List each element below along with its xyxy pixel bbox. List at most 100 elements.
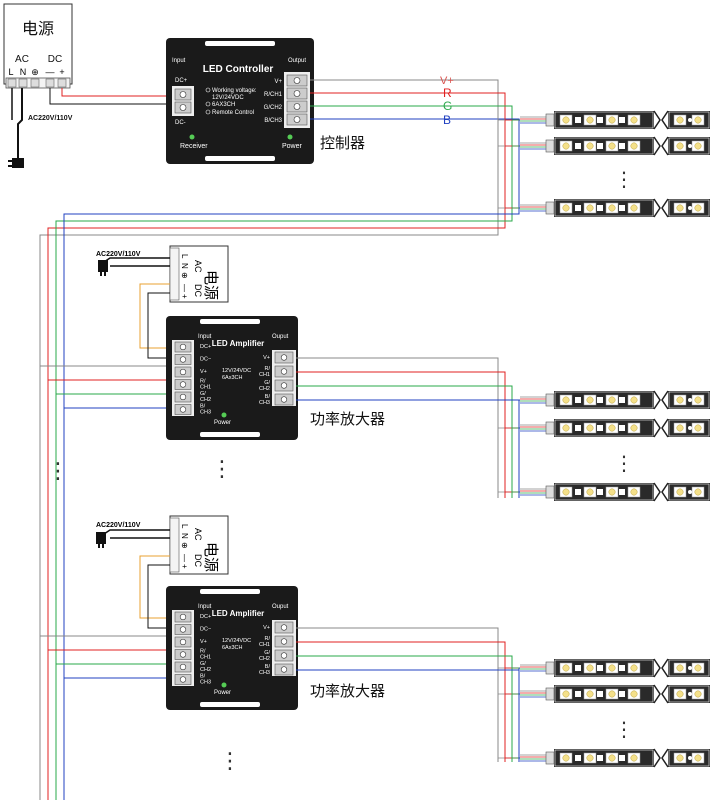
psu-low-term-earth: ⊕	[180, 542, 189, 549]
amp2-in-label: CH3	[200, 680, 211, 686]
amp2-in-screw	[179, 676, 187, 683]
resistor	[619, 397, 625, 403]
psu-top-term-n: N	[20, 67, 27, 77]
amp2-output-label: Ouput	[272, 604, 289, 610]
amp1-power: Power	[214, 420, 231, 426]
amp2-out-screw	[280, 666, 288, 673]
controller-input-label: Input	[172, 58, 186, 64]
amp2-out-label: CH1	[259, 642, 270, 648]
resistor	[575, 425, 581, 431]
amp2-out-screw	[280, 638, 288, 645]
led-controller: Input Output LED Controller DC+ DC- Work…	[166, 38, 314, 164]
amp1-out-screw	[280, 368, 288, 375]
power-supply-low: 电源 AC DC L N ⊕ — + AC220V/110V	[96, 515, 229, 629]
strip-connector	[545, 661, 555, 675]
amp1-input-label: Input	[198, 334, 212, 340]
resistor	[619, 143, 625, 149]
power-supply-top: 电源 AC DC L N ⊕ — + AC220V/110V	[3, 3, 73, 168]
resistor	[575, 755, 581, 761]
psu-low-term-n: N	[180, 533, 189, 539]
amp2-power: Power	[214, 690, 231, 696]
strip-connector	[545, 751, 555, 765]
led-strip	[520, 136, 710, 156]
amp2-out-label: G/	[264, 650, 270, 656]
controller-spec2: 12V/24VDC	[212, 95, 244, 101]
amp2-in-screw	[179, 651, 187, 658]
led-strip	[520, 748, 710, 768]
psu-low-dc: DC	[193, 554, 203, 567]
amp2-in-label: V+	[200, 639, 207, 645]
psu-mid-term-plus: +	[180, 294, 189, 299]
psu-top-term-l: L	[8, 67, 13, 77]
led-strip	[520, 390, 710, 410]
amp2-spec1: 12V/24VDC	[222, 638, 251, 644]
amp1-name: LED Amplifier	[212, 339, 265, 348]
amp1-out-label: B/	[265, 394, 271, 400]
amp2-out-label: CH2	[259, 656, 270, 662]
amp1-output-label: Ouput	[272, 334, 289, 340]
amp2-in-label: DC−	[200, 627, 211, 633]
psu-mid-term-l: L	[180, 254, 189, 259]
controller-output-terminals	[284, 72, 310, 128]
bus-label-vplus: V+	[440, 75, 454, 87]
resistor	[575, 489, 581, 495]
psu-top-dc: DC	[48, 54, 62, 65]
amp2-out-screw	[280, 652, 288, 659]
resistor	[619, 117, 625, 123]
cut-mark	[653, 136, 661, 156]
amp2-in-label: CH1	[200, 655, 211, 661]
amp2-in-label: DC+	[200, 614, 211, 620]
resistor	[619, 489, 625, 495]
psu-top-terminals	[5, 77, 71, 89]
strip-dots: ⋮	[614, 451, 634, 475]
bus-label-b: B	[443, 113, 451, 127]
strip-connector	[545, 139, 555, 153]
cut-mark	[653, 390, 661, 410]
amp2-in-label: G/	[200, 661, 206, 667]
psu-top-term-earth: ⊕	[31, 67, 39, 77]
controller-out-g: G/CH2	[264, 105, 283, 111]
controller-dc-minus: DC-	[175, 120, 186, 126]
amp1-out-label: G/	[264, 380, 270, 386]
psu-mid-term-minus: —	[180, 284, 189, 292]
cut-mark	[653, 198, 661, 218]
controller-input-terminals	[172, 86, 194, 116]
controller-caption: 控制器	[320, 134, 365, 152]
cut-mark	[661, 482, 669, 502]
amp1-out-screw	[280, 354, 288, 361]
resistor	[619, 691, 625, 697]
resistor	[619, 205, 625, 211]
amp1-in-label: B/	[200, 404, 206, 410]
psu-low-ac: AC	[193, 528, 203, 541]
amp2-caption: 功率放大器	[310, 682, 385, 700]
amp2-out-label: R/	[265, 636, 271, 642]
amp1-in-screw	[179, 393, 187, 401]
cut-mark	[653, 684, 661, 704]
resistor	[597, 755, 603, 761]
amp1-in-label: R/	[200, 379, 206, 385]
controller-out-b: B/CH3	[264, 118, 282, 124]
resistor	[597, 143, 603, 149]
psu-top-ac: AC	[15, 54, 29, 65]
led-strip	[520, 418, 710, 438]
psu-top-term-plus: +	[59, 67, 64, 77]
bus-label-g: G	[443, 99, 452, 113]
psu-mid-title: 电源	[202, 270, 220, 300]
psu-top-title: 电源	[22, 19, 54, 38]
resistor	[597, 117, 603, 123]
psu-top-plug-label: AC220V/110V	[28, 115, 73, 122]
controller-receiver: Receiver	[180, 143, 208, 150]
amp1-in-screw	[179, 343, 187, 351]
controller-spec1: Working voltage:	[212, 88, 257, 94]
amp1-in-label: CH1	[200, 385, 211, 391]
amp1-in-screw	[179, 368, 187, 376]
amp1-in-label: CH3	[200, 410, 211, 416]
led-amplifier-1: Input LED Amplifier Ouput 12V/24VDC 6Ax3…	[166, 316, 298, 440]
psu-low-term-minus: —	[180, 554, 189, 562]
led-strip	[520, 658, 710, 678]
amp1-in-screw	[179, 356, 187, 363]
led-strips: ⋮⋮⋮	[497, 110, 710, 768]
cut-mark	[653, 418, 661, 438]
plug-icon	[98, 260, 108, 276]
